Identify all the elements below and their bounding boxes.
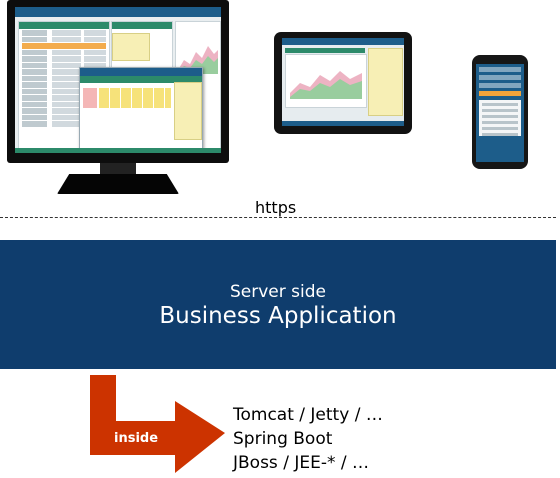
desktop-monitor — [7, 0, 229, 196]
tablet-note-panel — [368, 48, 403, 116]
monitor-stand — [57, 174, 179, 194]
inside-label: inside — [114, 431, 159, 446]
monitor-neck — [100, 163, 136, 175]
https-label: https — [255, 198, 297, 217]
tablet-screen — [282, 38, 404, 126]
phone-list — [479, 100, 521, 136]
smartphone-device — [472, 55, 528, 169]
server-side-label: Server side — [230, 282, 326, 302]
network-boundary-line — [0, 217, 556, 218]
server-side-block — [0, 240, 556, 369]
container-list: Tomcat / Jetty / … Spring Boot JBoss / J… — [233, 403, 383, 475]
container-tomcat-jetty: Tomcat / Jetty / … — [233, 405, 383, 425]
app-header-bar — [15, 7, 221, 17]
app-note — [112, 33, 150, 61]
tablet-chart-panel — [285, 54, 367, 108]
tablet-device — [274, 32, 412, 134]
app-popup-window — [79, 67, 203, 149]
monitor-screen — [15, 7, 221, 153]
container-spring-boot: Spring Boot — [233, 429, 333, 449]
business-application-title: Business Application — [159, 303, 397, 329]
container-jboss-jee: JBoss / JEE-* / … — [233, 453, 369, 473]
monitor-bezel — [7, 0, 229, 163]
mini-area-chart — [290, 71, 362, 99]
inside-arrow-icon — [90, 375, 225, 473]
app-status-bar — [15, 148, 221, 153]
phone-screen — [476, 64, 524, 162]
